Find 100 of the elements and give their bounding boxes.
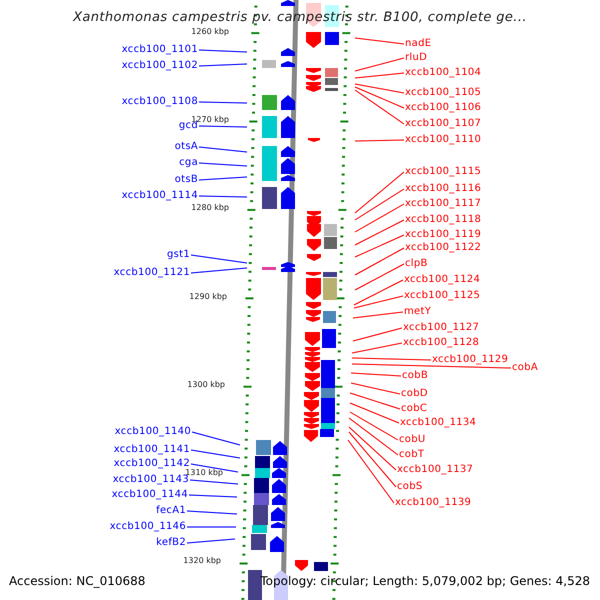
gene-label: xccb100_1141 (114, 445, 190, 455)
gene-label: xccb100_1146 (110, 522, 186, 532)
gene-label: fecA1 (156, 506, 186, 516)
gene-label: xccb100_1129 (432, 355, 508, 365)
gene-label: cobT (399, 450, 424, 460)
gene-label: rluD (405, 53, 428, 63)
leader-line (348, 440, 394, 504)
leader-line (354, 58, 404, 72)
leader-line (350, 392, 400, 410)
scale-label: 1280 kbp (191, 204, 229, 212)
accession-text: Accession: NC_010688 (9, 574, 146, 587)
gene-label: xccb100_1101 (122, 45, 198, 55)
leader-line (198, 126, 248, 128)
leader-line (354, 72, 404, 78)
leader-line (354, 234, 404, 258)
leader-line (352, 328, 402, 342)
scale-label: 1300 kbp (187, 381, 225, 390)
gene-label: xccb100_1143 (112, 475, 189, 485)
leader-line (350, 402, 400, 424)
leader-line (350, 372, 402, 376)
gene-label: xccb100_1137 (397, 465, 474, 475)
gene-label: otsA (174, 142, 198, 152)
gene-label: xccb100_1140 (114, 427, 191, 437)
gene-label: xccb100_1127 (403, 323, 480, 333)
leader-line (190, 450, 240, 458)
leader-line (352, 342, 402, 354)
gene-label: gcd (178, 121, 198, 131)
leader-line (198, 64, 248, 66)
gene-label: cobC (401, 404, 428, 414)
gene-label: xccb100_1134 (400, 418, 476, 428)
gene-label: xccb100_1121 (114, 268, 190, 278)
leader-line (348, 418, 398, 456)
leader-line (354, 188, 404, 220)
gene-label: xccb100_1119 (405, 230, 482, 240)
leader-line (348, 432, 396, 488)
gene-label: xccb100_1122 (405, 243, 482, 253)
leader-line (198, 146, 248, 152)
gene-label: xccb100_1114 (122, 191, 198, 201)
leader-line (354, 90, 404, 124)
leader-line (198, 176, 248, 180)
leader-line (350, 382, 400, 394)
gene-label: xccb100_1102 (122, 61, 198, 71)
leader-line (354, 264, 404, 290)
leader-line (186, 510, 238, 514)
gene-label: xccb100_1105 (405, 88, 482, 98)
leader-line (352, 358, 432, 360)
leader-line (190, 480, 238, 484)
leader-line (198, 102, 248, 104)
scale-label: 1320 kbp (183, 557, 221, 566)
leader-line (188, 494, 238, 498)
leader-line (354, 220, 404, 246)
leader-line (190, 464, 238, 472)
leader-line (354, 38, 404, 44)
leader-line (354, 280, 404, 306)
leader-line (190, 254, 248, 264)
gene-label: cobB (402, 371, 428, 381)
leader-line (350, 412, 398, 440)
gene-label: xccb100_1128 (403, 338, 480, 348)
leader-line (352, 364, 512, 368)
gene-label: xccb100_1124 (404, 275, 480, 285)
leader-line (354, 140, 404, 142)
leader-line (186, 538, 236, 544)
gene-label: xccb100_1110 (405, 135, 482, 145)
gene-label: xccb100_1106 (405, 103, 482, 113)
leader-line (354, 172, 404, 214)
gene-label: xccb100_1115 (405, 167, 482, 177)
gene-label: clpB (405, 259, 428, 269)
gene-label: xccb100_1108 (122, 97, 198, 107)
gene-label: cobU (399, 435, 426, 445)
gene-label: gst1 (166, 250, 190, 260)
gene-label: xccb100_1107 (405, 119, 482, 129)
leader-line (354, 204, 404, 232)
leader-line (192, 432, 240, 446)
gene-label: kefB2 (156, 538, 186, 548)
gene-label: cobD (401, 389, 428, 399)
gene-label: otsB (174, 175, 198, 185)
gene-label: cobS (397, 482, 423, 492)
leader-line (190, 268, 248, 274)
gene-label: xccb100_1144 (112, 490, 188, 500)
leader-line (352, 312, 404, 318)
title: Xanthomonas campestris pv. campestris str. B100, complete ge... (72, 11, 528, 24)
leader-line (354, 84, 404, 94)
leader-line (354, 86, 404, 108)
gene-label: xccb100_1139 (395, 498, 472, 508)
gene-label: xccb100_1118 (405, 215, 482, 225)
gene-label: xccb100_1142 (114, 459, 190, 469)
gene-label: xccb100_1116 (405, 184, 482, 194)
scale-label: 1260 kbp (191, 28, 229, 36)
gene-label: nadE (405, 39, 432, 49)
gene-label: cobA (512, 363, 538, 373)
gene-label: metY (404, 307, 432, 317)
scale-label: 1290 kbp (189, 293, 227, 302)
gene-label: xccb100_1104 (405, 68, 482, 78)
leader-line (354, 248, 404, 276)
gene-label: xccb100_1117 (405, 199, 482, 209)
leader-line (198, 50, 248, 52)
gene-label: xccb100_1125 (404, 291, 480, 301)
leader-line (186, 526, 236, 528)
leader-line (198, 162, 248, 166)
leader-line (354, 296, 404, 308)
